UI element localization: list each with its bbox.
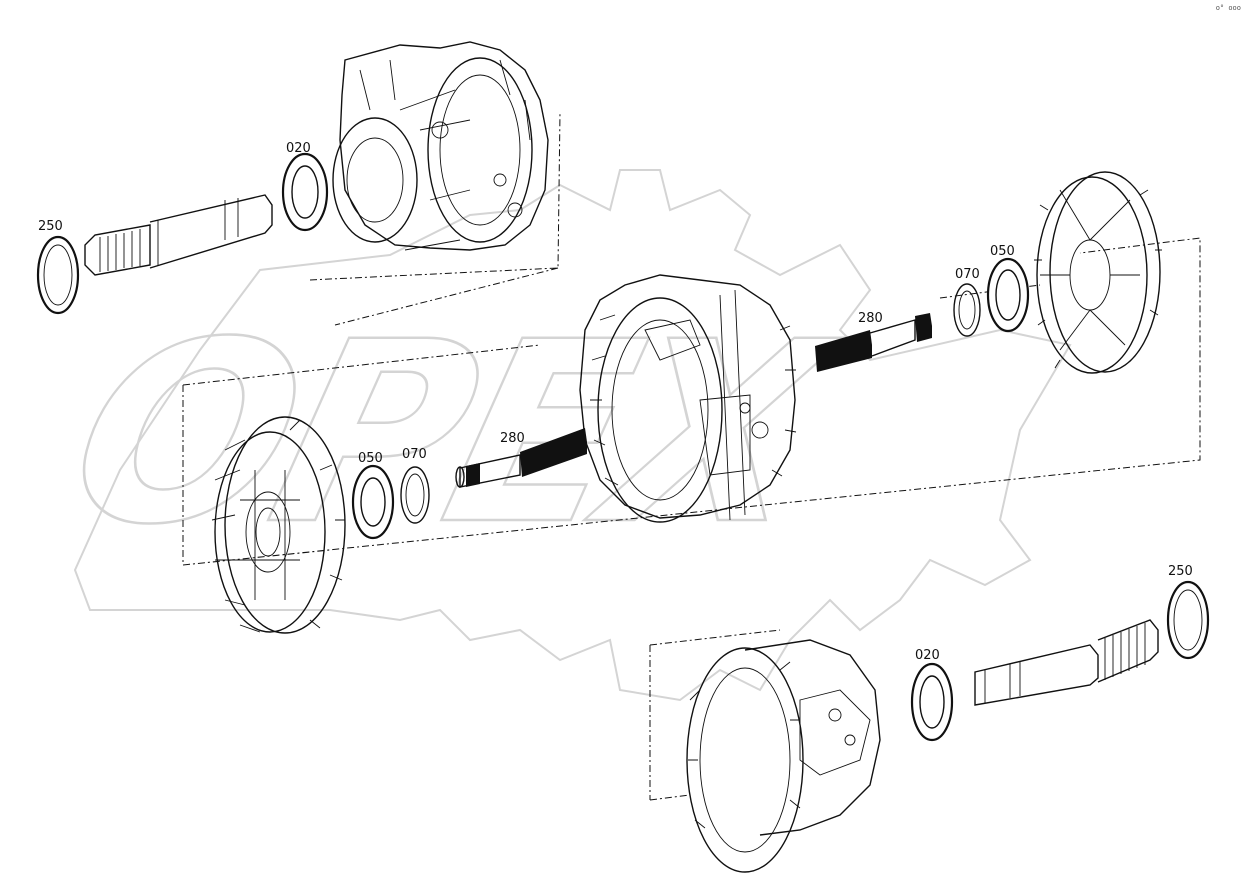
- right-snap-ring-070: [953, 283, 981, 337]
- corner-mark: o° ooo: [1215, 4, 1241, 12]
- callout-left-snap-ring: 070: [402, 447, 427, 462]
- lower-right-wheel-hub: [686, 639, 881, 873]
- callout-right-snap-ring: 070: [955, 267, 980, 282]
- watermark-text: OPEX: [46, 288, 859, 580]
- left-wheel-hub: [211, 416, 346, 634]
- callout-right-shaft: 280: [858, 311, 883, 326]
- watermark: OPEX: [44, 169, 1072, 702]
- right-wheel-hub: [1034, 171, 1162, 374]
- right-half-shaft-280: [815, 313, 932, 372]
- callout-lower-right-seal: 020: [915, 648, 940, 663]
- lower-right-ring-250: [1166, 580, 1210, 660]
- upper-left-wheel-hub: [332, 41, 549, 251]
- upper-left-axle-shaft: [84, 194, 273, 276]
- left-seal-050: [351, 464, 395, 540]
- lower-right-axle-shaft: [974, 619, 1159, 706]
- watermark-gear-outline: [73, 169, 1072, 702]
- left-half-shaft-280: [455, 428, 587, 488]
- upper-left-seal-020: [281, 152, 329, 232]
- callout-left-shaft: 280: [500, 431, 525, 446]
- callout-labels: 020 250 050 070 280 280 070 050 020 250: [38, 141, 1193, 663]
- left-snap-ring-070: [400, 466, 430, 524]
- center-axle-housing: [579, 274, 797, 523]
- right-seal-050: [986, 257, 1030, 333]
- callout-lower-right-ring: 250: [1168, 564, 1193, 579]
- callout-upper-left-seal: 020: [286, 141, 311, 156]
- callout-left-seal: 050: [358, 451, 383, 466]
- assembly-outlines: [182, 111, 1201, 801]
- lower-right-seal-020: [910, 662, 954, 742]
- callout-upper-left-ring: 250: [38, 219, 63, 234]
- lower-right-assembly-box: [649, 629, 781, 801]
- callout-right-seal: 050: [990, 244, 1015, 259]
- upper-left-ring-250: [36, 235, 80, 315]
- center-assembly-box: [182, 237, 1201, 566]
- upper-left-assembly-box: [309, 111, 561, 326]
